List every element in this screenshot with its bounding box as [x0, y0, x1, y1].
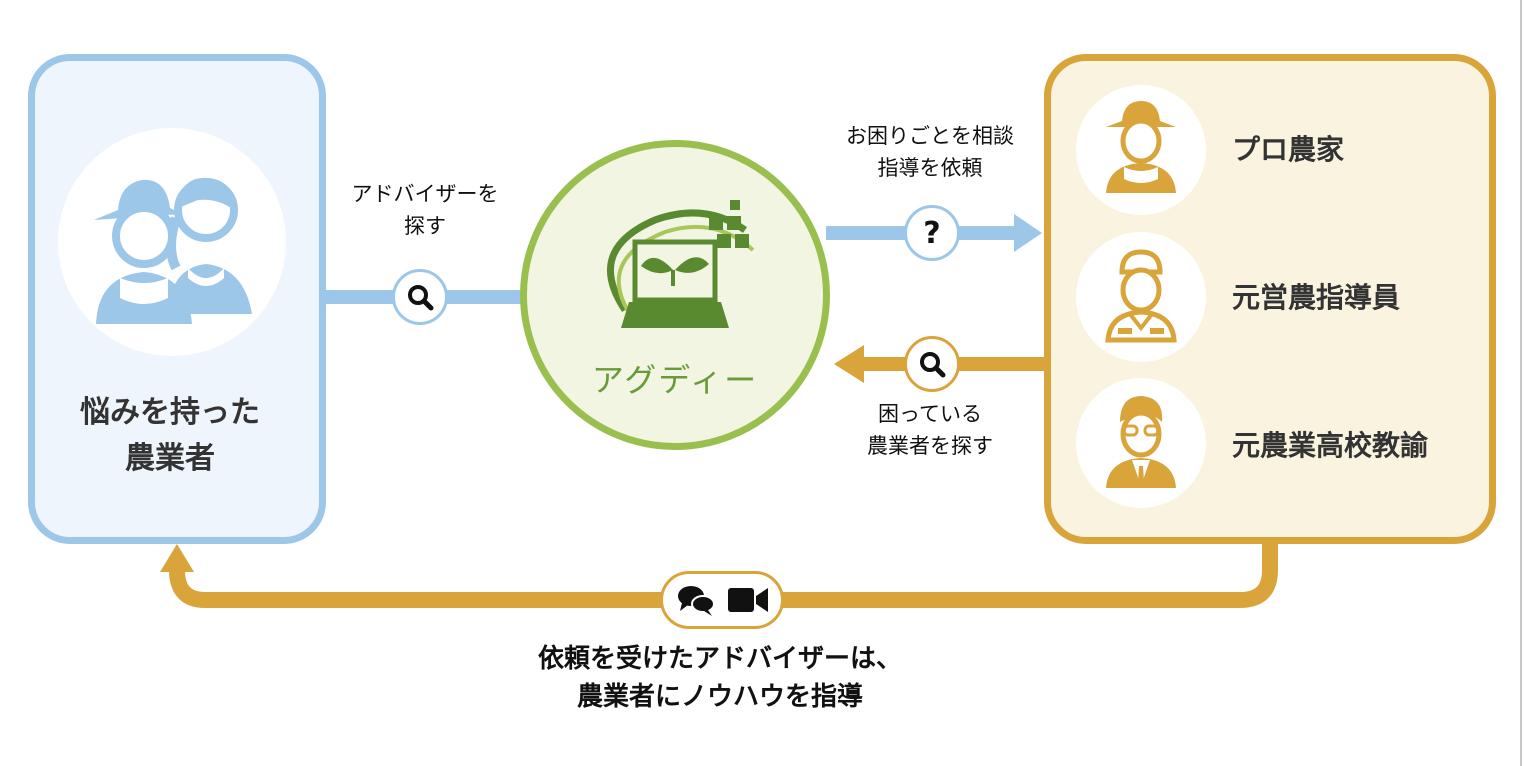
arrowhead-right	[1014, 214, 1042, 252]
consult-caption: お困りごとを相談 指導を依頼	[846, 124, 1014, 180]
consult-badge: ?	[904, 205, 960, 261]
farmers-couple-icon	[94, 177, 252, 324]
advisor-avatar-extension-officer	[1076, 232, 1206, 362]
search-icon	[408, 285, 434, 311]
search-advisor-caption: アドバイザーを 探す	[351, 182, 499, 238]
hub-name: アグディー	[591, 361, 759, 399]
chat-bubbles-icon	[678, 586, 715, 616]
advisor-avatar-teacher	[1076, 378, 1206, 508]
arrowhead-up	[160, 544, 194, 572]
search-farmer-badge	[904, 336, 960, 392]
advisor-label-teacher: 元農業高校教諭	[1232, 429, 1429, 462]
guidance-badge	[660, 571, 784, 629]
farmer-avatar	[58, 128, 286, 356]
arrowhead-left	[834, 345, 864, 383]
teacher-glasses-icon	[1106, 396, 1176, 488]
connector-feedback-loop	[169, 534, 1278, 608]
video-camera-icon	[728, 588, 768, 612]
advisor-label-pro-farmer: プロ農家	[1232, 133, 1345, 166]
search-farmer-caption: 困っている 農業者を探す	[867, 402, 993, 458]
search-advisor-badge	[392, 269, 448, 325]
search-icon	[920, 352, 946, 378]
guidance-caption: 依頼を受けたアドバイザーは、 農業者にノウハウを指導	[537, 644, 902, 712]
question-icon: ?	[923, 215, 941, 251]
advisor-avatar-pro-farmer	[1076, 85, 1206, 215]
cap-worker-icon	[1105, 249, 1177, 343]
advisor-label-extension-officer: 元営農指導員	[1232, 281, 1401, 314]
page-edge-rule	[1520, 0, 1522, 766]
laptop-sprout-logo	[607, 200, 755, 328]
farmer-hat-icon	[1106, 101, 1176, 193]
farmer-label: 悩みを持った 農業者	[80, 395, 260, 476]
